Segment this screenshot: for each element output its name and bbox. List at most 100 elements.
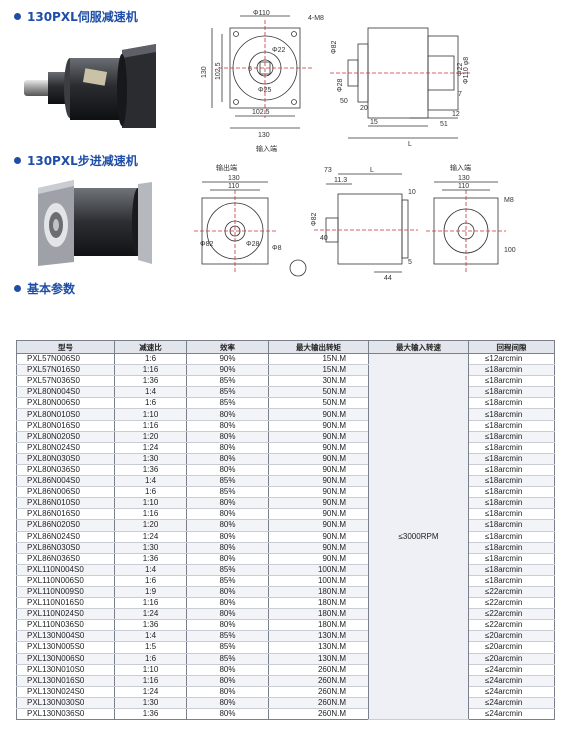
params-section-title: 基本参数: [14, 280, 75, 297]
cell-backlash: ≤24arcmin: [468, 686, 555, 698]
cell-ratio: 1:6: [114, 397, 187, 410]
cell-backlash: ≤18arcmin: [468, 420, 555, 432]
cell-efficiency: 80%: [186, 519, 269, 532]
cell-max-torque: 15N.M: [268, 364, 369, 377]
cell-backlash: ≤18arcmin: [468, 564, 555, 576]
cell-backlash: ≤18arcmin: [468, 453, 555, 465]
cell-backlash: ≤18arcmin: [468, 364, 555, 377]
cell-ratio: 1:24: [114, 686, 187, 698]
dim2-m8: M8: [504, 197, 514, 204]
cell-backlash: ≤18arcmin: [468, 475, 555, 488]
input-end-label: 输入端: [256, 144, 277, 153]
cell-efficiency: 85%: [186, 375, 269, 388]
cell-backlash: ≤20arcmin: [468, 641, 555, 654]
cell-max-torque: 90N.M: [268, 531, 369, 543]
servo-title-text: 130PXL伺服减速机: [27, 10, 138, 24]
dim2-w130b: 130: [458, 175, 470, 182]
cell-backlash: ≤20arcmin: [468, 653, 555, 665]
stepper-section-title: 130PXL步进减速机: [14, 152, 138, 169]
cell-ratio: 1:16: [114, 420, 187, 432]
cell-max-torque: 30N.M: [268, 375, 369, 388]
cell-max-torque: 90N.M: [268, 420, 369, 432]
cell-max-torque: 90N.M: [268, 453, 369, 465]
dim2-lL: L: [370, 167, 374, 174]
cell-model: PXL110N036S0: [16, 619, 115, 632]
cell-efficiency: 80%: [186, 586, 269, 599]
cell-max-torque: 260N.M: [268, 697, 369, 710]
header-efficiency: 效率: [186, 340, 269, 354]
cell-max-torque: 90N.M: [268, 553, 369, 565]
dim-d110: Φ110: [253, 10, 270, 17]
dim-d22: Φ22: [272, 47, 285, 54]
cell-max-torque: 180N.M: [268, 586, 369, 599]
cell-model: PXL110N016S0: [16, 597, 115, 610]
cell-max-torque: 50N.M: [268, 397, 369, 410]
stepper-dimension-drawing: 输出端 输入端 130 110 Φ82 Φ28 Φ8 73 11.3 L 10 …: [194, 163, 516, 282]
cell-model: PXL80N020S0: [16, 431, 115, 443]
cell-ratio: 1:9: [114, 586, 187, 599]
cell-efficiency: 80%: [186, 608, 269, 621]
cell-ratio: 1:30: [114, 542, 187, 554]
cell-model: PXL130N004S0: [16, 630, 115, 643]
params-title-text: 基本参数: [27, 282, 76, 296]
cell-backlash: ≤22arcmin: [468, 608, 555, 621]
cell-efficiency: 80%: [186, 497, 269, 510]
cell-backlash: ≤18arcmin: [468, 575, 555, 587]
stepper-gearbox-photo: [38, 180, 152, 266]
cell-backlash: ≤12arcmin: [468, 353, 555, 366]
cell-max-torque: 90N.M: [268, 442, 369, 454]
cell-model: PXL57N016S0: [16, 364, 115, 377]
cell-ratio: 1:30: [114, 453, 187, 465]
cell-model: PXL110N009S0: [16, 586, 115, 599]
cell-ratio: 1:36: [114, 553, 187, 565]
cell-backlash: ≤24arcmin: [468, 675, 555, 687]
cell-backlash: ≤18arcmin: [468, 442, 555, 454]
cell-model: PXL86N024S0: [16, 531, 115, 543]
cell-max-torque: 90N.M: [268, 408, 369, 421]
cell-efficiency: 80%: [186, 508, 269, 521]
cell-ratio: 1:10: [114, 497, 187, 510]
table-header-row: 型号 减速比 效率 最大输出转矩 最大输入转速 回程间隙: [16, 340, 555, 354]
dim-d82: Φ82: [331, 41, 338, 54]
cell-backlash: ≤18arcmin: [468, 408, 555, 421]
cell-max-torque: 90N.M: [268, 508, 369, 521]
cell-efficiency: 80%: [186, 408, 269, 421]
cell-ratio: 1:10: [114, 664, 187, 676]
dim-l20: 20: [360, 105, 368, 112]
cell-backlash: ≤24arcmin: [468, 697, 555, 710]
cell-backlash: ≤18arcmin: [468, 519, 555, 532]
cell-efficiency: 85%: [186, 653, 269, 665]
cell-efficiency: 80%: [186, 597, 269, 610]
cell-model: PXL110N024S0: [16, 608, 115, 621]
stepper-title-text: 130PXL步进减速机: [27, 154, 138, 168]
cell-model: PXL57N006S0: [16, 353, 115, 366]
cell-model: PXL130N016S0: [16, 675, 115, 687]
cell-backlash: ≤18arcmin: [468, 508, 555, 521]
cell-efficiency: 90%: [186, 353, 269, 366]
cell-backlash: ≤18arcmin: [468, 375, 555, 388]
cell-ratio: 1:6: [114, 575, 187, 587]
dim-w1025: 102.5: [252, 109, 270, 116]
cell-ratio: 1:4: [114, 475, 187, 488]
dim-l15: 15: [370, 119, 378, 126]
header-backlash: 回程间隙: [468, 340, 555, 354]
cell-model: PXL130N006S0: [16, 653, 115, 665]
cell-model: PXL110N004S0: [16, 564, 115, 576]
dim-sq130: 130: [201, 66, 208, 78]
input-end-label-2: 输入端: [450, 163, 471, 172]
cell-max-torque: 90N.M: [268, 464, 369, 477]
cell-ratio: 1:16: [114, 364, 187, 377]
